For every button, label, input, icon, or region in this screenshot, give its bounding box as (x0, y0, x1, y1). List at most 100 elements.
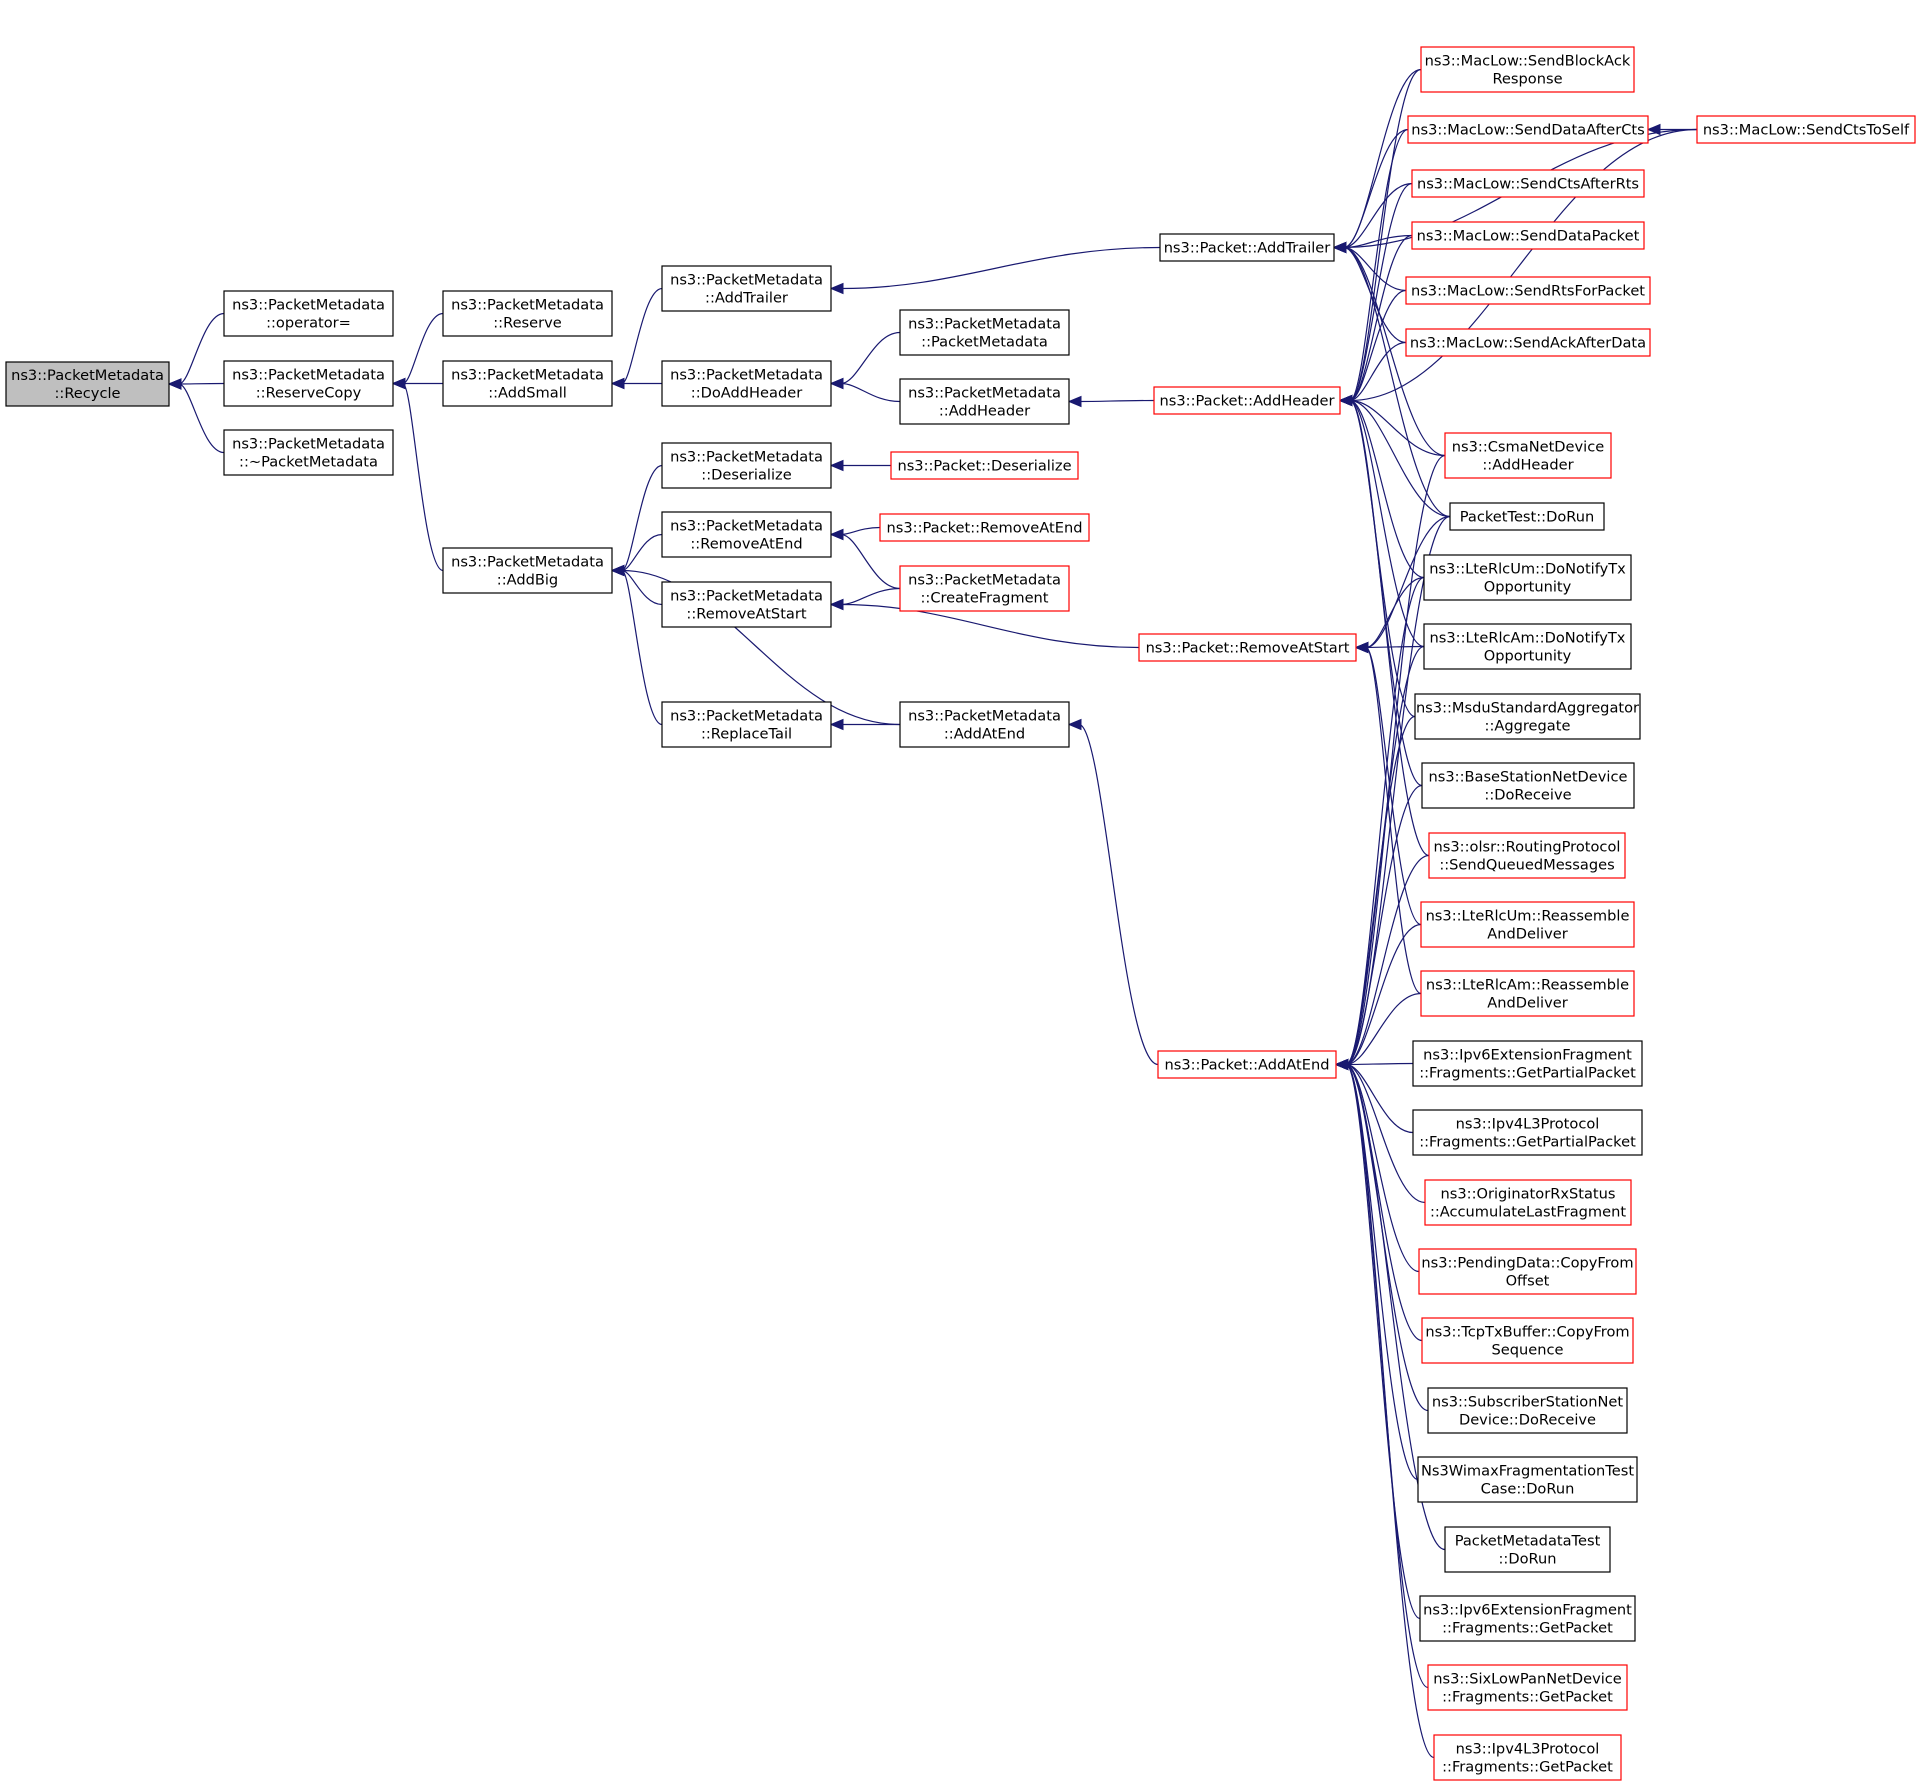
node-add_big[interactable]: ns3::PacketMetadata::AddBig (442, 547, 613, 594)
edge-olsr_queued-to-p_add_at_end (1345, 854, 1430, 1066)
node-pm_ctor[interactable]: ns3::PacketMetadata::PacketMetadata (899, 309, 1070, 356)
node-label-sixlowpan_get-1: ::Fragments::GetPacket (1442, 1689, 1613, 1706)
node-pm_remove_at_end[interactable]: ns3::PacketMetadata::RemoveAtEnd (661, 511, 832, 558)
node-label-pending_copy-1: Offset (1506, 1273, 1550, 1290)
node-box-pm_test (1444, 1526, 1611, 1573)
node-label-p_add_at_end-0: ns3::Packet::AddAtEnd (1165, 1057, 1330, 1074)
node-operator_eq[interactable]: ns3::PacketMetadata::operator= (223, 290, 394, 337)
node-mac_cts_after_rts[interactable]: ns3::MacLow::SendCtsAfterRts (1411, 169, 1645, 198)
node-box-mac_cts_to_self (1696, 115, 1916, 144)
node-pm_create_fragment[interactable]: ns3::PacketMetadata::CreateFragment (899, 565, 1070, 612)
node-mac_ack_after_data[interactable]: ns3::MacLow::SendAckAfterData (1405, 328, 1651, 357)
node-pm_add_header[interactable]: ns3::PacketMetadata::AddHeader (899, 378, 1070, 425)
node-box-add_small (442, 360, 613, 407)
node-label-ipv6_partial-1: ::Fragments::GetPartialPacket (1419, 1065, 1636, 1082)
node-label-originator_rx-0: ns3::OriginatorRxStatus (1441, 1186, 1616, 1203)
edges-layer (167, 68, 1698, 1759)
arrowhead-destructor-to-recycle (167, 378, 182, 390)
edge-lte_am_reassemble-to-p_remove_at_start (1365, 646, 1422, 995)
edge-pending_copy-to-p_add_at_end (1345, 1063, 1420, 1273)
node-ipv4_get_packet[interactable]: ns3::Ipv4L3Protocol::Fragments::GetPacke… (1433, 1734, 1622, 1781)
arrowhead-olsr_queued-to-p_add_header (1338, 394, 1353, 407)
node-sixlowpan_get[interactable]: ns3::SixLowPanNetDevice::Fragments::GetP… (1427, 1664, 1628, 1711)
node-reserve_copy[interactable]: ns3::PacketMetadata::ReserveCopy (223, 360, 394, 407)
node-p_remove_at_start[interactable]: ns3::Packet::RemoveAtStart (1138, 633, 1357, 662)
node-olsr_queued[interactable]: ns3::olsr::RoutingProtocol::SendQueuedMe… (1428, 832, 1626, 879)
node-pm_replace_tail[interactable]: ns3::PacketMetadata::ReplaceTail (661, 701, 832, 748)
node-packet_test[interactable]: PacketTest::DoRun (1449, 502, 1605, 531)
node-ipv6_get_packet[interactable]: ns3::Ipv6ExtensionFragment::Fragments::G… (1419, 1595, 1636, 1642)
node-originator_rx[interactable]: ns3::OriginatorRxStatus::AccumulateLastF… (1424, 1179, 1632, 1226)
node-label-add_big-1: ::AddBig (497, 572, 558, 589)
node-box-p_remove_at_end (879, 513, 1090, 542)
node-label-pm_create_fragment-1: ::CreateFragment (920, 590, 1048, 607)
edge-p_add_trailer-to-pm_add_trailer (840, 246, 1161, 290)
node-box-lte_am_reassemble (1420, 970, 1635, 1017)
node-ss_do_receive[interactable]: ns3::SubscriberStationNetDevice::DoRecei… (1427, 1387, 1628, 1434)
node-mac_data_after_cts[interactable]: ns3::MacLow::SendDataAfterCts (1407, 115, 1649, 144)
node-pm_deserialize[interactable]: ns3::PacketMetadata::Deserialize (661, 442, 832, 489)
node-p_add_at_end[interactable]: ns3::Packet::AddAtEnd (1157, 1050, 1337, 1079)
node-label-lte_am_reassemble-1: AndDeliver (1487, 995, 1567, 1012)
node-label-msdu_aggregate-0: ns3::MsduStandardAggregator (1416, 700, 1639, 717)
edge-p_remove_at_start-to-pm_remove_at_start (840, 603, 1140, 649)
edge-reserve-to-reserve_copy (402, 312, 444, 385)
node-mac_data_packet[interactable]: ns3::MacLow::SendDataPacket (1411, 221, 1645, 250)
node-bs_do_receive[interactable]: ns3::BaseStationNetDevice::DoReceive (1421, 762, 1635, 809)
node-box-lte_um_notify (1423, 554, 1632, 601)
node-label-destructor-0: ns3::PacketMetadata (232, 436, 385, 453)
node-p_remove_at_end[interactable]: ns3::Packet::RemoveAtEnd (879, 513, 1090, 542)
edge-packet_test-to-p_remove_at_start (1365, 515, 1451, 649)
node-box-pending_copy (1418, 1248, 1637, 1295)
node-label-ipv4_partial-1: ::Fragments::GetPartialPacket (1419, 1134, 1636, 1151)
edge-bs_do_receive-to-p_add_header (1349, 399, 1423, 787)
node-box-ipv4_get_packet (1433, 1734, 1622, 1781)
node-destructor[interactable]: ns3::PacketMetadata::~PacketMetadata (223, 429, 394, 476)
node-pm_do_add_header[interactable]: ns3::PacketMetadata::DoAddHeader (661, 360, 832, 407)
node-label-pm_do_add_header-0: ns3::PacketMetadata (670, 367, 823, 384)
node-box-pm_remove_at_start (661, 581, 832, 628)
edge-mac_cts_after_rts-to-p_add_header (1349, 182, 1413, 402)
edge-mac_block_ack-to-p_add_trailer (1343, 68, 1422, 249)
node-label-wimax_frag_test-0: Ns3WimaxFragmentationTest (1421, 1463, 1634, 1480)
edge-pm_deserialize-to-add_big (621, 464, 663, 572)
node-csma_add_header[interactable]: ns3::CsmaNetDevice::AddHeader (1444, 432, 1612, 479)
node-reserve[interactable]: ns3::PacketMetadata::Reserve (442, 290, 613, 337)
node-box-originator_rx (1424, 1179, 1632, 1226)
node-pm_add_trailer[interactable]: ns3::PacketMetadata::AddTrailer (661, 265, 832, 312)
node-add_small[interactable]: ns3::PacketMetadata::AddSmall (442, 360, 613, 407)
node-ipv4_partial[interactable]: ns3::Ipv4L3Protocol::Fragments::GetParti… (1412, 1109, 1643, 1156)
node-box-recycle (5, 361, 170, 407)
node-ipv6_partial[interactable]: ns3::Ipv6ExtensionFragment::Fragments::G… (1412, 1040, 1643, 1087)
node-box-p_add_header (1153, 386, 1341, 415)
node-mac_cts_to_self[interactable]: ns3::MacLow::SendCtsToSelf (1696, 115, 1916, 144)
nodes-layer: ns3::PacketMetadata::Recyclens3::PacketM… (5, 46, 1916, 1781)
node-box-p_add_trailer (1159, 233, 1335, 262)
edge-olsr_queued-to-p_add_header (1349, 399, 1430, 857)
arrowhead-p_remove_at_start-to-pm_remove_at_start (829, 598, 844, 611)
node-label-ipv6_partial-0: ns3::Ipv6ExtensionFragment (1423, 1047, 1632, 1064)
node-mac_rts_for_packet[interactable]: ns3::MacLow::SendRtsForPacket (1405, 276, 1651, 305)
node-pm_add_at_end[interactable]: ns3::PacketMetadata::AddAtEnd (899, 701, 1070, 748)
node-label-pm_remove_at_end-0: ns3::PacketMetadata (670, 518, 823, 535)
node-p_add_trailer[interactable]: ns3::Packet::AddTrailer (1159, 233, 1335, 262)
node-pm_remove_at_start[interactable]: ns3::PacketMetadata::RemoveAtStart (661, 581, 832, 628)
node-label-p_remove_at_start-0: ns3::Packet::RemoveAtStart (1146, 640, 1350, 657)
arrowhead-pm_add_at_end-to-pm_replace_tail (829, 718, 844, 731)
node-p_deserialize[interactable]: ns3::Packet::Deserialize (890, 451, 1079, 480)
node-p_add_header[interactable]: ns3::Packet::AddHeader (1153, 386, 1341, 415)
node-msdu_aggregate[interactable]: ns3::MsduStandardAggregator::Aggregate (1414, 693, 1641, 740)
node-label-pm_add_trailer-1: ::AddTrailer (705, 290, 788, 307)
arrowhead-mac_cts_to_self-to-mac_data_after_cts (1646, 123, 1661, 136)
node-label-pm_test-1: ::DoRun (1499, 1551, 1557, 1568)
node-label-operator_eq-0: ns3::PacketMetadata (232, 297, 385, 314)
node-pm_test[interactable]: PacketMetadataTest::DoRun (1444, 1526, 1611, 1573)
